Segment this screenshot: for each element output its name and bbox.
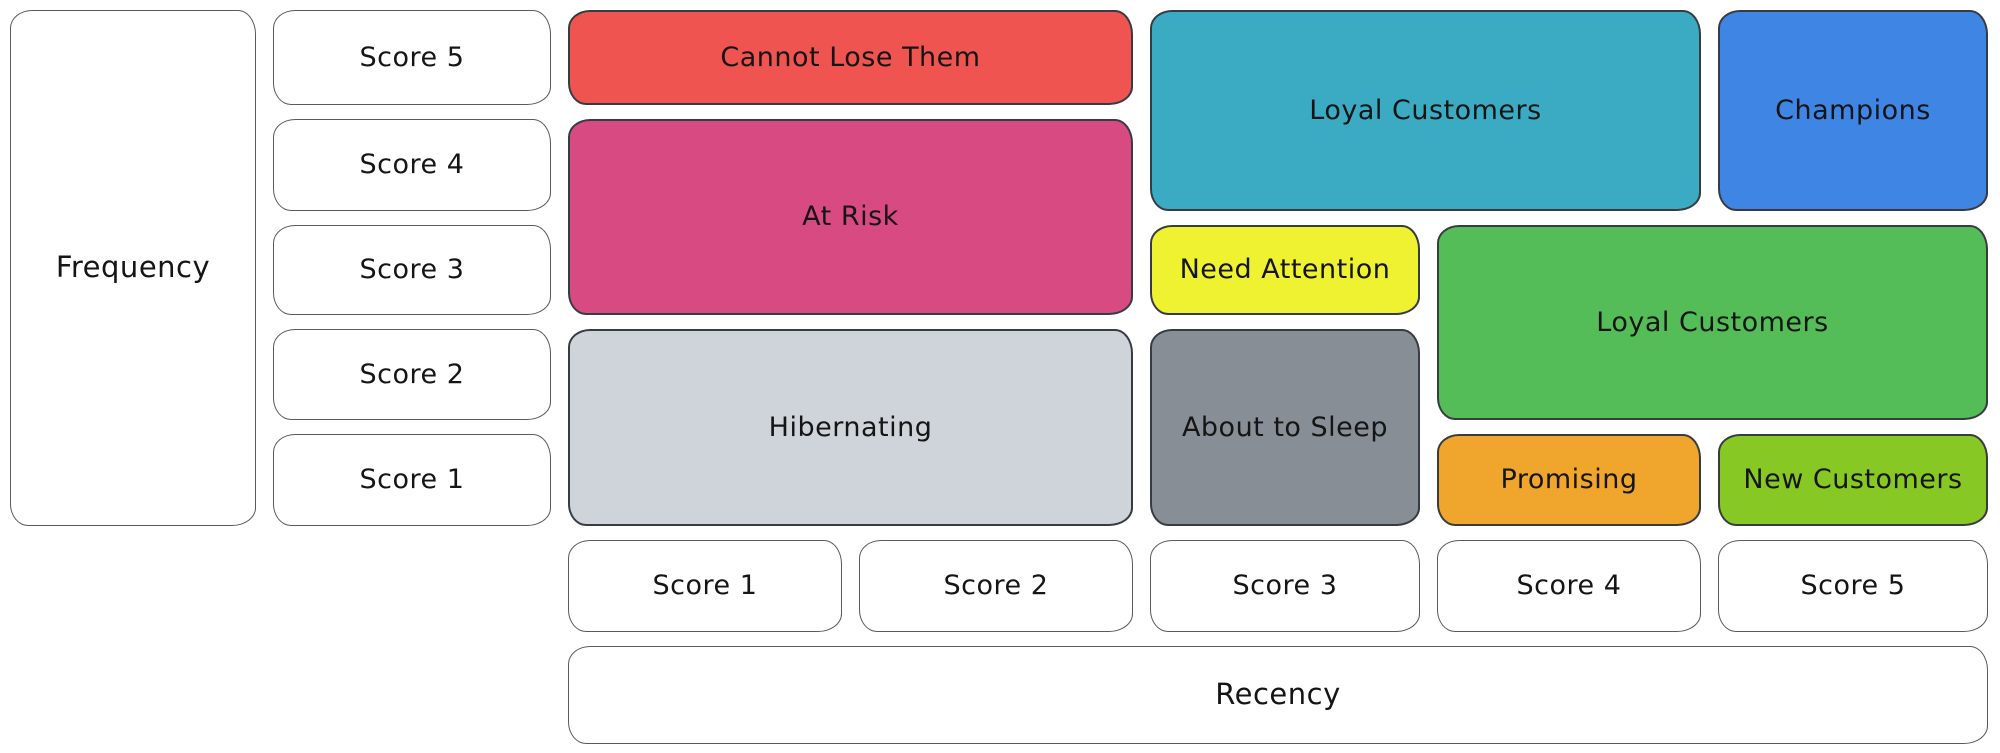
segment-cannot-lose-them: Cannot Lose Them	[568, 10, 1133, 105]
frequency-axis-label: Frequency	[10, 10, 256, 526]
segment-promising: Promising	[1437, 434, 1701, 526]
segment-need-attention: Need Attention	[1150, 225, 1420, 315]
recency-axis-label: Recency	[568, 646, 1988, 744]
frequency-score-3: Score 3	[273, 225, 551, 315]
recency-score-5: Score 5	[1718, 540, 1988, 632]
frequency-score-2: Score 2	[273, 329, 551, 420]
segment-champions: Champions	[1718, 10, 1988, 211]
segment-at-risk: At Risk	[568, 119, 1133, 315]
segment-new-customers: New Customers	[1718, 434, 1988, 526]
frequency-score-1: Score 1	[273, 434, 551, 526]
segment-loyal-customers-top: Loyal Customers	[1150, 10, 1701, 211]
recency-score-4: Score 4	[1437, 540, 1701, 632]
recency-score-2: Score 2	[859, 540, 1133, 632]
frequency-score-5: Score 5	[273, 10, 551, 105]
segment-about-to-sleep: About to Sleep	[1150, 329, 1420, 526]
recency-score-3: Score 3	[1150, 540, 1420, 632]
recency-score-1: Score 1	[568, 540, 842, 632]
segment-loyal-customers-right: Loyal Customers	[1437, 225, 1988, 420]
frequency-score-4: Score 4	[273, 119, 551, 211]
segment-hibernating: Hibernating	[568, 329, 1133, 526]
